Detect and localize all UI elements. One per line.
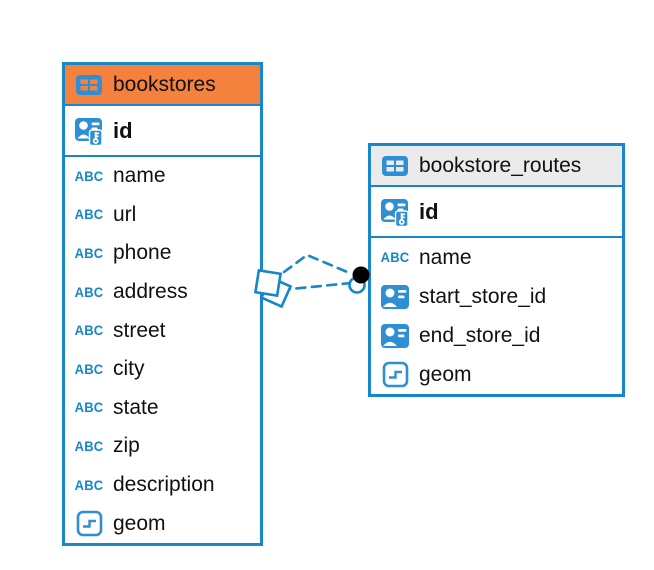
- relationship-line-2[interactable]: [279, 281, 353, 292]
- table-title: bookstores: [113, 72, 216, 96]
- row-routes-geom[interactable]: geom: [371, 355, 622, 394]
- text-type-icon: ABC: [74, 438, 104, 455]
- column-label: state: [113, 395, 159, 419]
- column-label: name: [419, 245, 472, 269]
- table-grid-icon: [379, 154, 411, 178]
- text-type-icon: ABC: [74, 477, 104, 493]
- row-bookstores-address[interactable]: ABC address: [65, 273, 260, 312]
- text-type-icon: ABC: [74, 284, 104, 300]
- foreign-key-icon: [379, 284, 411, 310]
- row-bookstores-phone[interactable]: ABC phone: [65, 234, 260, 273]
- row-bookstores-url[interactable]: ABC url: [65, 196, 260, 235]
- text-type-icon: ABC: [74, 245, 104, 262]
- geometry-type-icon: [379, 361, 411, 388]
- column-label: street: [113, 318, 166, 342]
- row-bookstores-city[interactable]: ABC city: [65, 350, 260, 389]
- primary-key-icon: [73, 115, 105, 146]
- row-bookstores-id[interactable]: id: [65, 106, 260, 157]
- column-label: geom: [419, 362, 472, 386]
- table-title: bookstore_routes: [419, 153, 582, 177]
- row-routes-name[interactable]: ABC name: [371, 238, 622, 277]
- geometry-type-icon: [73, 510, 105, 537]
- table-bookstores[interactable]: bookstores id ABC name ABC url: [62, 62, 263, 546]
- text-type-icon: ABC: [380, 249, 410, 266]
- column-label: address: [113, 280, 188, 304]
- column-label: end_store_id: [419, 323, 541, 347]
- foreign-key-icon: [379, 323, 411, 349]
- row-bookstores-description[interactable]: ABC description: [65, 466, 260, 505]
- text-type-icon: ABC: [74, 168, 104, 185]
- column-label: name: [113, 164, 166, 188]
- row-bookstores-name[interactable]: ABC name: [65, 157, 260, 196]
- text-type-icon: ABC: [74, 207, 104, 223]
- column-label: url: [113, 202, 137, 226]
- primary-key-label: id: [113, 117, 133, 143]
- row-routes-start-store-id[interactable]: start_store_id: [371, 277, 622, 316]
- table-bookstore-routes[interactable]: bookstore_routes id ABC name: [368, 143, 625, 397]
- row-bookstores-state[interactable]: ABC state: [65, 389, 260, 428]
- column-label: start_store_id: [419, 284, 547, 308]
- primary-key-icon: [379, 196, 411, 227]
- relationship-line-1[interactable]: [282, 253, 354, 276]
- table-header-bookstore-routes[interactable]: bookstore_routes: [371, 146, 622, 187]
- column-label: city: [113, 357, 145, 381]
- table-header-bookstores[interactable]: bookstores: [65, 65, 260, 106]
- table-grid-icon: [73, 73, 105, 97]
- text-type-icon: ABC: [74, 322, 104, 339]
- pk-dot-marker[interactable]: [348, 266, 370, 294]
- row-bookstores-street[interactable]: ABC street: [65, 311, 260, 350]
- row-bookstores-zip[interactable]: ABC zip: [65, 427, 260, 466]
- column-label: phone: [113, 241, 172, 265]
- row-bookstores-geom[interactable]: geom: [65, 504, 260, 543]
- column-label: description: [113, 473, 215, 497]
- text-type-icon: ABC: [74, 361, 104, 378]
- column-label: geom: [113, 511, 166, 535]
- row-routes-end-store-id[interactable]: end_store_id: [371, 316, 622, 355]
- row-routes-id[interactable]: id: [371, 187, 622, 238]
- primary-key-label: id: [419, 198, 439, 224]
- text-type-icon: ABC: [74, 399, 104, 416]
- column-label: zip: [113, 434, 140, 458]
